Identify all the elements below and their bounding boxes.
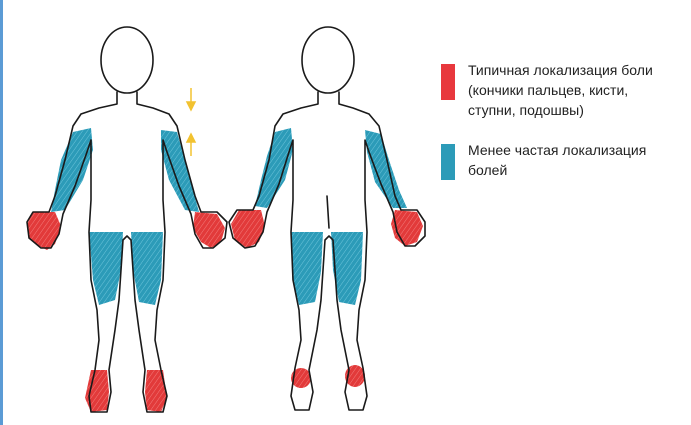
front-arrows [187,88,195,156]
back-blue-regions [255,128,407,305]
legend-swatch-red [441,64,455,100]
front-blue-regions [51,128,199,305]
front-figure [27,27,227,412]
legend-swatch-blue [441,144,455,180]
front-red-regions [27,212,225,412]
back-figure [229,27,425,410]
legend-label-less-common: Менее частая локализация болей [468,140,681,180]
legend-item-typical: Типичная локализация боли (кончики пальц… [441,60,681,120]
legend-item-less-common: Менее частая локализация болей [441,140,681,180]
legend-label-typical: Типичная локализация боли (кончики пальц… [468,60,681,120]
legend: Типичная локализация боли (кончики пальц… [441,60,681,200]
